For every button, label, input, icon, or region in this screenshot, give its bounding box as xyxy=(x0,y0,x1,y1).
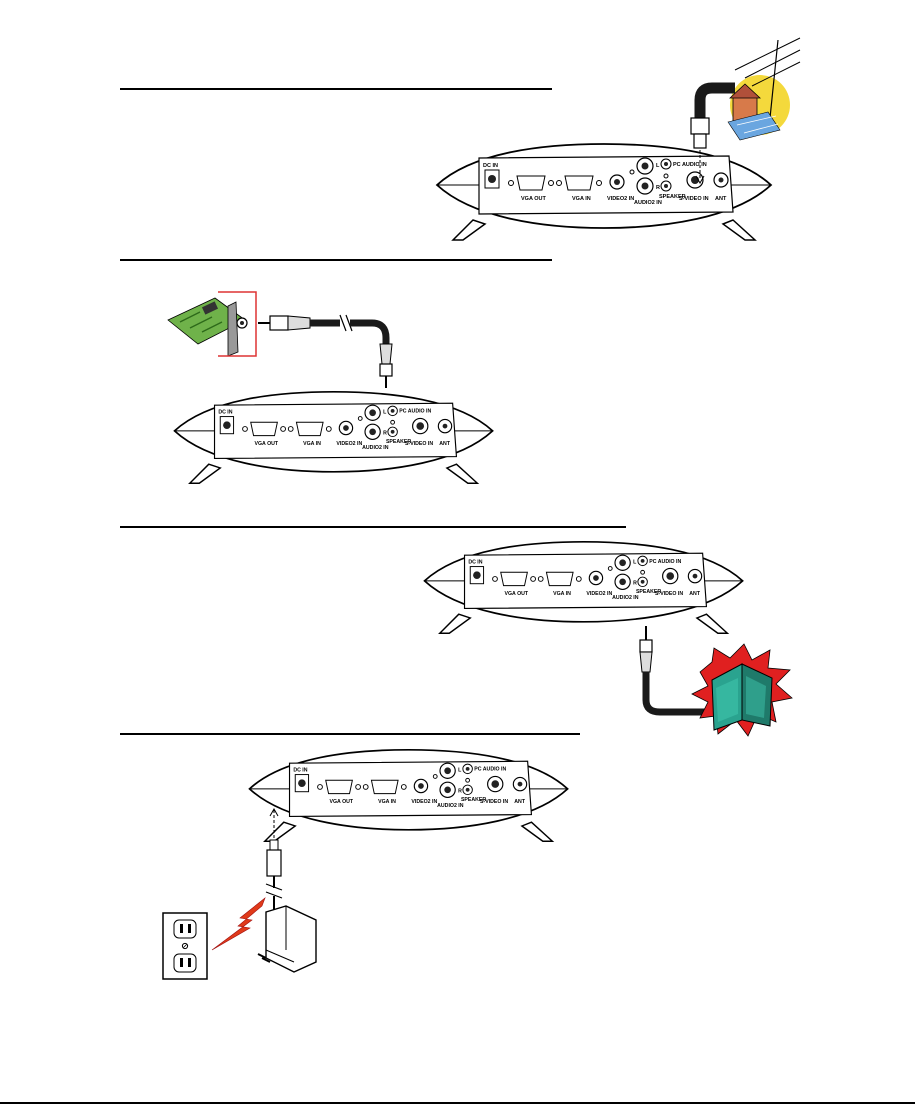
power-cable xyxy=(265,807,283,912)
svg-text:L: L xyxy=(633,560,637,566)
device-rear-panel-power: DC IN VGA OUT VGA IN VIDEO2 IN AUDIO2 IN… xyxy=(214,746,606,846)
device-rear-panel-sound-card: DC IN VGA OUT VGA IN VIDEO2 IN AUDIO2 IN… xyxy=(145,388,525,488)
svg-text:AUDIO2 IN: AUDIO2 IN xyxy=(634,200,662,206)
wall-outlet xyxy=(162,912,208,980)
svg-text:PC AUDIO IN: PC AUDIO IN xyxy=(649,559,681,565)
svg-text:DC IN: DC IN xyxy=(218,410,232,416)
antenna-house-illustration xyxy=(727,37,801,141)
port-labels: DC IN VGA OUT VGA IN VIDEO2 IN AUDIO2 IN… xyxy=(293,767,525,809)
port-labels: DC IN VGA OUT VGA IN VIDEO2 IN AUDIO2 IN… xyxy=(468,559,700,601)
svg-text:ANT: ANT xyxy=(439,441,451,447)
svg-text:VGA IN: VGA IN xyxy=(572,196,591,202)
coax-cable xyxy=(690,82,735,185)
svg-text:SPEAKER: SPEAKER xyxy=(461,797,486,803)
device-rear-panel-speakers: DC IN VGA OUT VGA IN VIDEO2 IN AUDIO2 IN… xyxy=(400,538,770,638)
svg-text:VGA OUT: VGA OUT xyxy=(505,591,529,597)
svg-text:S-VIDEO IN: S-VIDEO IN xyxy=(679,196,709,202)
svg-text:R: R xyxy=(656,185,660,191)
svg-text:PC AUDIO IN: PC AUDIO IN xyxy=(399,409,431,415)
svg-text:VGA IN: VGA IN xyxy=(303,441,321,447)
section-rule-antenna xyxy=(120,88,552,90)
svg-text:L: L xyxy=(383,410,387,416)
section-rule-power xyxy=(120,733,580,735)
section-rule-speakers xyxy=(120,526,626,528)
svg-text:L: L xyxy=(656,163,660,169)
svg-text:PC AUDIO IN: PC AUDIO IN xyxy=(673,162,707,168)
svg-text:VGA OUT: VGA OUT xyxy=(330,799,354,805)
svg-text:DC IN: DC IN xyxy=(293,768,307,774)
speaker-cable xyxy=(639,626,720,716)
page-bottom-rule xyxy=(0,1102,915,1104)
svg-text:AUDIO2 IN: AUDIO2 IN xyxy=(437,803,464,809)
svg-text:DC IN: DC IN xyxy=(468,560,482,566)
svg-text:VGA OUT: VGA OUT xyxy=(521,196,546,202)
svg-text:VGA OUT: VGA OUT xyxy=(255,441,279,447)
port-labels: DC IN VGA OUT VGA IN VIDEO2 IN AUDIO2 IN… xyxy=(218,409,450,451)
svg-text:ANT: ANT xyxy=(689,591,701,597)
svg-text:S-VIDEO IN: S-VIDEO IN xyxy=(480,799,508,805)
svg-text:VIDEO2 IN: VIDEO2 IN xyxy=(607,196,634,202)
svg-text:S-VIDEO IN: S-VIDEO IN xyxy=(405,441,433,447)
svg-text:VIDEO2 IN: VIDEO2 IN xyxy=(336,441,362,447)
port-labels: DC IN VGA OUT VGA IN VIDEO2 IN AUDIO2 IN… xyxy=(483,162,727,206)
sound-card-illustration xyxy=(167,297,246,357)
lightning-bolt-icon xyxy=(211,897,266,951)
svg-text:ANT: ANT xyxy=(514,799,526,805)
device-rear-panel-antenna: DC IN VGA OUT VGA IN VIDEO2 IN AUDIO2 IN… xyxy=(433,140,778,245)
svg-text:VIDEO2 IN: VIDEO2 IN xyxy=(411,799,437,805)
svg-text:SPEAKER: SPEAKER xyxy=(636,589,661,595)
svg-text:VGA IN: VGA IN xyxy=(553,591,571,597)
svg-text:S-VIDEO IN: S-VIDEO IN xyxy=(655,591,683,597)
svg-text:L: L xyxy=(458,768,462,774)
power-adapter xyxy=(257,905,317,973)
svg-text:DC IN: DC IN xyxy=(483,163,498,169)
audio-cable xyxy=(258,314,393,388)
svg-text:R: R xyxy=(458,789,462,795)
svg-text:AUDIO2 IN: AUDIO2 IN xyxy=(612,595,639,601)
svg-text:AUDIO2 IN: AUDIO2 IN xyxy=(362,445,389,451)
svg-text:PC AUDIO IN: PC AUDIO IN xyxy=(474,767,506,773)
svg-text:VGA IN: VGA IN xyxy=(378,799,396,805)
svg-text:SPEAKER: SPEAKER xyxy=(659,194,686,200)
speakers-illustration xyxy=(691,643,793,737)
svg-text:ANT: ANT xyxy=(715,196,727,202)
svg-text:R: R xyxy=(633,581,637,587)
section-rule-sound-card xyxy=(120,259,552,261)
svg-text:SPEAKER: SPEAKER xyxy=(386,439,411,445)
svg-text:VIDEO2 IN: VIDEO2 IN xyxy=(586,591,612,597)
svg-text:R: R xyxy=(383,431,387,437)
sound-card-bracket-highlight xyxy=(218,291,257,357)
